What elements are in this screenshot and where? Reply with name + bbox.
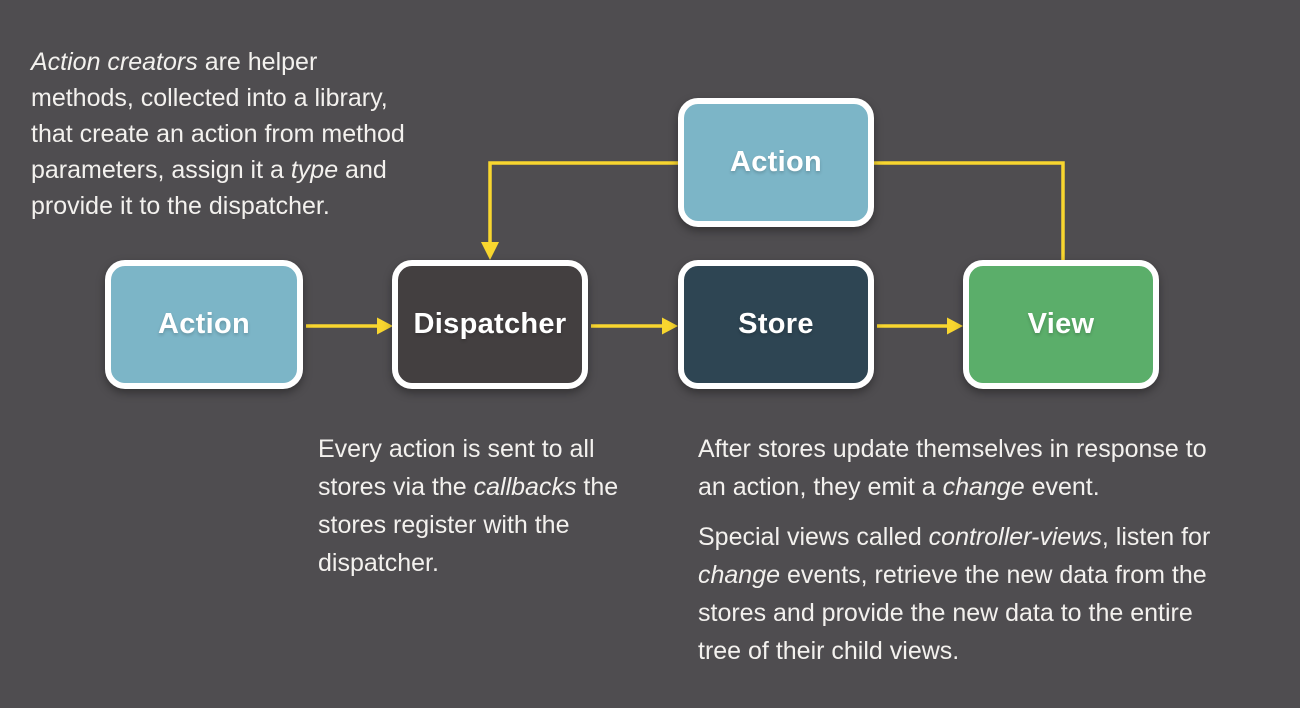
node-dispatcher-label: Dispatcher — [413, 308, 567, 340]
arrowhead-into-dispatcher — [377, 317, 393, 335]
note-line: that create an action from method — [31, 120, 405, 148]
note-line: Every action is sent to all — [318, 435, 595, 463]
connector-view-to-action — [874, 161, 1065, 261]
node-action: Action — [105, 260, 303, 389]
node-action-top: Action — [678, 98, 874, 227]
note-line: dispatcher. — [318, 549, 439, 577]
arrowhead-into-dispatcher-top — [481, 242, 499, 260]
note-line: Special views called controller-views, l… — [698, 523, 1211, 551]
note-line: Action creators are helper — [31, 48, 318, 76]
note-store-change-events: After stores update themselves in respon… — [698, 430, 1210, 670]
node-view: View — [963, 260, 1159, 389]
note-action-creators: Action creators are helper methods, coll… — [31, 44, 405, 224]
note-line: provide it to the dispatcher. — [31, 192, 330, 220]
note-line: methods, collected into a library, — [31, 84, 388, 112]
node-view-label: View — [1027, 308, 1095, 340]
note-dispatcher-callbacks: Every action is sent to all stores via t… — [318, 430, 618, 582]
arrowhead-into-store — [662, 317, 678, 335]
note-line: change events, retrieve the new data fro… — [698, 561, 1207, 589]
connector-action-to-dispatcher — [488, 161, 678, 243]
arrowhead-into-view — [947, 317, 963, 335]
node-action-label: Action — [157, 308, 250, 340]
note-line: tree of their child views. — [698, 637, 960, 665]
note-line: stores register with the — [318, 511, 570, 539]
note-line: parameters, assign it a type and — [31, 156, 387, 184]
note-line: stores and provide the new data to the e… — [698, 599, 1193, 627]
node-action-top-label: Action — [729, 146, 822, 178]
node-store-label: Store — [738, 308, 814, 340]
note-line: an action, they emit a change event. — [698, 473, 1100, 501]
note-line: stores via the callbacks the — [318, 473, 619, 501]
note-paragraph: Special views called controller-views, l… — [698, 518, 1210, 670]
node-store: Store — [678, 260, 874, 389]
note-paragraph: After stores update themselves in respon… — [698, 430, 1210, 506]
note-line: After stores update themselves in respon… — [698, 435, 1207, 463]
node-dispatcher: Dispatcher — [392, 260, 588, 389]
